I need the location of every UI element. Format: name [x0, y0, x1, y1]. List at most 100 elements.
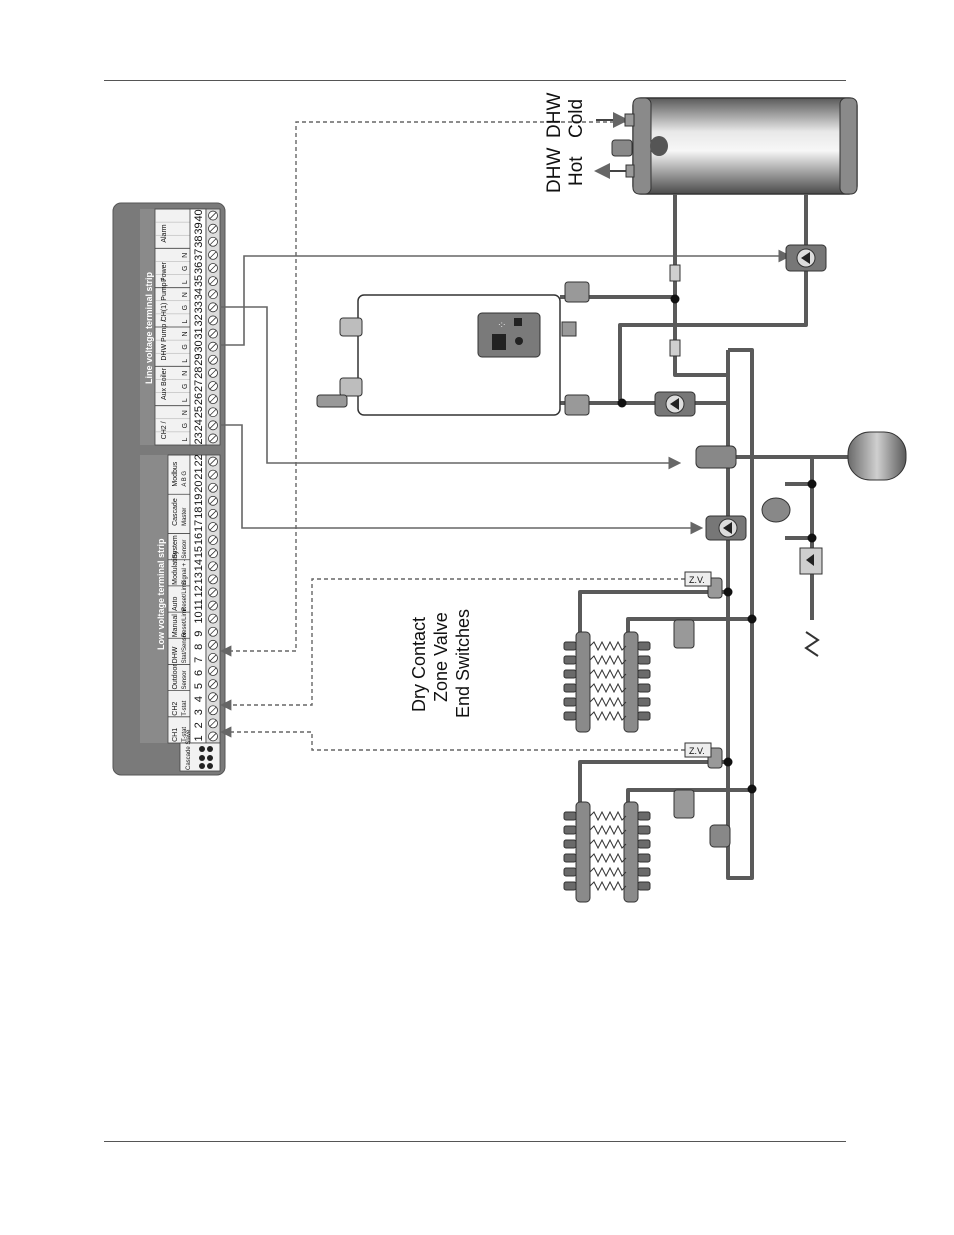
radiant-manifolds [563, 631, 651, 903]
low-terminal-number: 15 [193, 546, 205, 558]
line-sub-label: L [182, 359, 189, 363]
line-terminal-number: 28 [193, 367, 205, 379]
line-sub-label: G [182, 344, 189, 349]
line-sub-label: G [182, 305, 189, 310]
low-terminal-number: 19 [193, 494, 205, 506]
line-group-label: Power [161, 261, 168, 282]
svg-text:·:·: ·:· [498, 320, 506, 329]
low-terminal-number: 1 [193, 735, 205, 741]
svg-text:DHW: DHW [544, 148, 565, 193]
line-group-label: CH2 / [161, 421, 168, 439]
low-terminal-number: 13 [193, 572, 205, 584]
zone-valve-2: Z.V. [684, 742, 712, 758]
line-terminal-number: 24 [193, 419, 205, 431]
line-group-label: Aux Boiler [161, 367, 168, 400]
svg-text:DHW: DHW [544, 93, 565, 138]
manifold-bar [575, 801, 591, 903]
line-terminal-number: 38 [193, 236, 205, 248]
line-sub-label: N [182, 410, 189, 415]
top-rule [104, 80, 846, 81]
line-terminal-number: 29 [193, 354, 205, 366]
low-group-label: Stat/Sensor [182, 632, 188, 663]
low-terminal-number: 10 [193, 611, 205, 623]
line-terminal-number: 27 [193, 380, 205, 392]
line-sub-label: L [182, 319, 189, 323]
line-sub-label: N [182, 292, 189, 297]
svg-text:Z.V.: Z.V. [689, 746, 705, 756]
line-sub-label: L [182, 437, 189, 441]
low-group-label: Sensor [182, 540, 188, 559]
svg-text:Zone Valve: Zone Valve [431, 612, 451, 702]
line-sub-label: L [182, 398, 189, 402]
cascade-slave-block: Cascade Slave [179, 729, 221, 772]
low-terminal-number: 3 [193, 709, 205, 715]
line-terminal-number: 32 [193, 314, 205, 326]
line-terminal-number: 40 [193, 209, 205, 221]
manifold-bar [623, 631, 639, 733]
junctions [617, 294, 817, 794]
wiring [220, 121, 792, 751]
low-group-label: Modulation [172, 550, 179, 584]
low-group-label: CH1 [172, 728, 179, 742]
line-terminal-number: 23 [193, 432, 205, 444]
svg-text:End Switches: End Switches [453, 609, 473, 718]
system-pump-icon [705, 515, 747, 541]
control-panel: Line voltage terminal strip CH2 / L G N Aux … [112, 202, 226, 776]
low-terminal-number: 4 [193, 696, 205, 702]
expansion-tank-icon [847, 431, 907, 481]
bottom-rule [104, 1141, 846, 1142]
dhw-hot-label: DHW Hot [544, 148, 587, 193]
line-terminal-number: 31 [193, 327, 205, 339]
boiler: ·:· [316, 294, 577, 416]
line-terminal-number: 30 [193, 340, 205, 352]
low-group-label: Cascade [172, 498, 179, 526]
low-group-label: Modbus [172, 461, 179, 486]
low-terminal-number: 12 [193, 585, 205, 597]
line-group-label: DHW Pump / [161, 320, 168, 361]
line-terminal-number: 34 [193, 288, 205, 300]
line-sub-label: N [182, 371, 189, 376]
low-terminal-number: 18 [193, 507, 205, 519]
line-sub-label: N [182, 253, 189, 258]
boiler-pump-icon [654, 391, 696, 417]
manifold-bar [623, 801, 639, 903]
line-terminal-number: 36 [193, 262, 205, 274]
low-group-label: Reset/Limit [182, 581, 188, 611]
low-terminal-number: 22 [193, 454, 205, 466]
fill-valve-icon [761, 497, 823, 657]
low-terminal-number: 14 [193, 559, 205, 571]
low-group-label: T-stat [182, 727, 188, 742]
line-sub-label: N [182, 331, 189, 336]
zone-valve-1: Z.V. [684, 571, 712, 587]
low-terminal-number: 7 [193, 657, 205, 663]
low-terminal-number: 11 [193, 599, 205, 610]
svg-text:Hot: Hot [566, 156, 587, 186]
line-sub-label: G [182, 384, 189, 389]
svg-text:Dry Contact: Dry Contact [409, 617, 429, 712]
line-terminal-number: 25 [193, 406, 205, 418]
low-terminal-number: 6 [193, 670, 205, 676]
line-voltage-strip: Line voltage terminal strip CH2 / L G N Aux … [140, 208, 221, 446]
line-strip-title: Line voltage terminal strip [144, 271, 154, 384]
dhw-cold-label: DHW Cold [544, 93, 587, 138]
low-group-label: Master [182, 508, 188, 526]
svg-text:Cold: Cold [566, 99, 587, 138]
low-group-label: Manual [172, 614, 179, 637]
dhw-tank [594, 97, 858, 195]
line-terminal-number: 35 [193, 275, 205, 287]
line-sub-label: G [182, 423, 189, 428]
dry-contact-label: Dry Contact Zone Valve End Switches [409, 609, 473, 718]
low-terminal-number: 8 [193, 644, 205, 650]
low-group-label: A B G [182, 471, 188, 487]
line-terminal-number: 39 [193, 222, 205, 234]
low-group-label: Outdoor [172, 664, 179, 690]
cascade-slave-label: Cascade Slave [186, 729, 192, 770]
line-terminal-number: 33 [193, 301, 205, 313]
low-group-label: Reset/Limit [182, 607, 188, 637]
low-terminal-number: 21 [193, 467, 205, 479]
line-group-label: CH(1) Pump / [161, 278, 168, 321]
pumps-valves [564, 244, 907, 848]
low-strip-title: Low voltage terminal strip [156, 538, 166, 650]
